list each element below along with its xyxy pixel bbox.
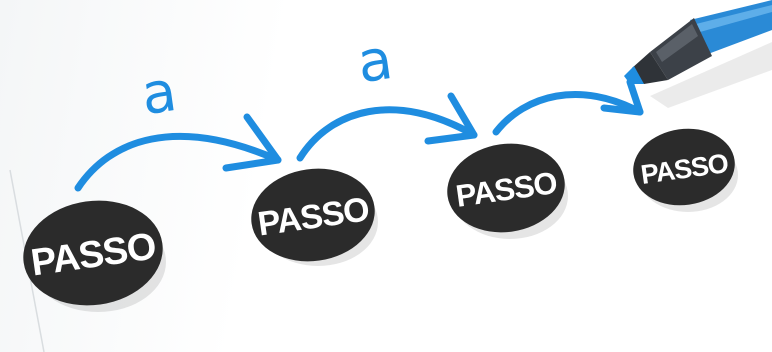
pen-barrel-highlight [696, 5, 772, 32]
arrow-2-head [424, 92, 478, 145]
arrow-1-head [222, 113, 282, 172]
step-1-disc [23, 200, 163, 306]
step-3-disc [447, 143, 565, 233]
pen-shadow [650, 42, 772, 108]
arrow-1 [74, 132, 282, 192]
pen-cone [632, 52, 668, 84]
marker-pen-icon [624, 0, 772, 108]
arrow-3-head [600, 78, 644, 116]
arrow-3 [492, 91, 644, 136]
step-2-disc [251, 168, 375, 262]
arrows [74, 78, 644, 192]
step-2: PASSO [251, 168, 375, 262]
step-3: PASSO [447, 143, 565, 233]
connector-label-1: a [138, 59, 181, 128]
step-4-disc [633, 128, 735, 206]
step-1: PASSO [23, 200, 163, 306]
connector-label-2: a [354, 27, 397, 96]
pen-grip-highlight [656, 24, 698, 62]
step-4: PASSO [633, 128, 735, 206]
arrow-2 [296, 106, 478, 162]
pen-tip [624, 66, 644, 84]
